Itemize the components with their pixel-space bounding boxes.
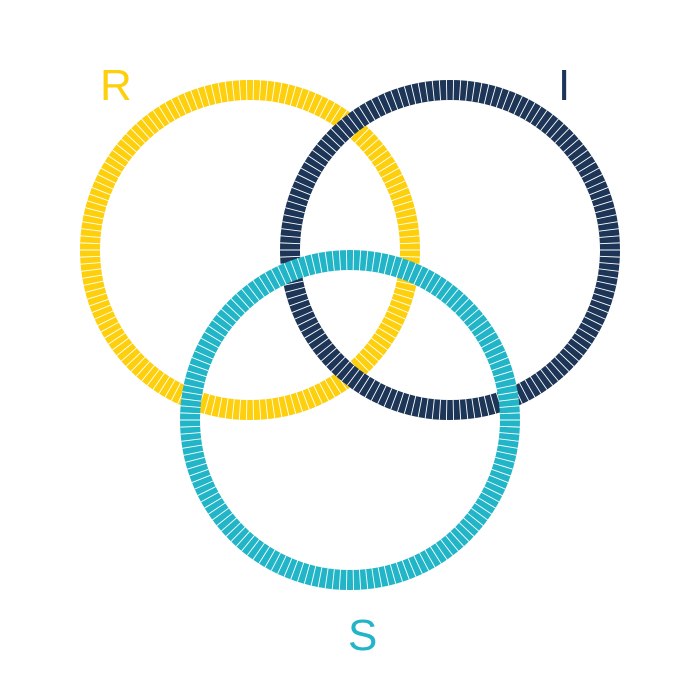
ring-s-band (180, 250, 520, 590)
ring-s-ticks (180, 250, 520, 590)
ring-i-ticks (280, 80, 620, 420)
ring-r (80, 80, 420, 420)
ring-r-label: R (100, 61, 132, 110)
ring-i (280, 80, 620, 420)
ring-i-band (280, 80, 620, 420)
ring-r-band (80, 80, 420, 420)
ring-s-label: S (348, 611, 377, 660)
ring-i-label: I (558, 61, 570, 110)
ring-layer (80, 80, 620, 590)
ring-s (180, 250, 520, 590)
